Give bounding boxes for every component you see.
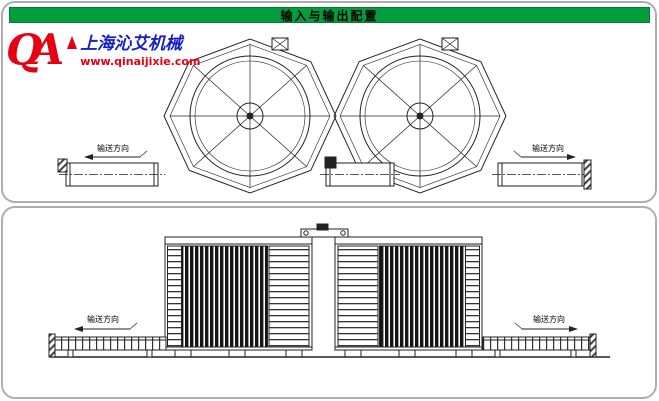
logo-text-block: 上海沁艾机械 www.qinaijixie.com: [80, 35, 200, 69]
top-view-transfer-conveyor: [320, 156, 400, 187]
front-right-direction-annotation: 输送方向: [514, 314, 578, 332]
discharge-end-icon: [583, 159, 592, 190]
logo-website: www.qinaijixie.com: [80, 55, 201, 68]
belt-stack: [268, 245, 310, 348]
title-bar: 输入与输出配置: [9, 7, 650, 23]
tower-side-frame: [465, 245, 480, 348]
top-view-section: 输送方向 输送方向: [57, 37, 592, 194]
conveyor-leg: [570, 349, 577, 358]
discharge-end-icon: [589, 333, 597, 358]
spiral-drum: [379, 245, 466, 348]
page-title: 输入与输出配置: [280, 8, 379, 23]
front-view-left-tower: [164, 236, 313, 358]
logo-initials: QA: [6, 25, 64, 74]
tower-foot: [398, 349, 416, 358]
logo-flag-icon: [67, 36, 78, 49]
feed-end-icon: [48, 333, 56, 358]
conveyor-leg: [146, 349, 153, 358]
front-view-right-tower: [334, 236, 483, 358]
direction-label: 输送方向: [87, 314, 119, 324]
conveyor-leg: [67, 349, 74, 358]
spiral-drum: [181, 245, 268, 348]
front-view-left-conveyor: [48, 333, 167, 358]
arrow-right-icon: [567, 154, 576, 160]
arrow-left-icon: [84, 154, 93, 160]
drive-motor-icon: [57, 158, 68, 173]
top-view-right-conveyor: [492, 159, 592, 190]
drive-motor-icon: [324, 156, 337, 169]
top-right-direction-annotation: 输送方向: [513, 143, 576, 160]
tower-foot: [174, 349, 192, 358]
tower-foot: [285, 349, 303, 358]
logo-company-name: 上海沁艾机械: [80, 34, 183, 54]
front-view-panel: [1, 206, 657, 399]
top-left-direction-annotation: 输送方向: [84, 143, 148, 160]
front-view-transfer-bridge: [300, 223, 349, 238]
drive-motor-icon: [316, 223, 329, 231]
front-view-right-conveyor: [482, 333, 597, 358]
tower-foot: [228, 349, 246, 358]
arrow-right-icon: [569, 326, 578, 332]
direction-label: 输送方向: [97, 143, 129, 153]
front-left-direction-annotation: 输送方向: [74, 314, 138, 332]
conveyor-leg: [494, 349, 501, 358]
top-view-left-conveyor: [57, 158, 165, 187]
company-logo: QA 上海沁艾机械 www.qinaijixie.com: [6, 28, 200, 72]
front-view-section: 输送方向 输送方向: [48, 223, 610, 358]
arrow-left-icon: [74, 326, 83, 332]
tower-foot: [344, 349, 362, 358]
tower-foot: [455, 349, 473, 358]
direction-label: 输送方向: [532, 143, 564, 153]
tower-side-frame: [167, 245, 182, 348]
direction-label: 输送方向: [533, 314, 565, 324]
belt-stack: [337, 245, 379, 348]
